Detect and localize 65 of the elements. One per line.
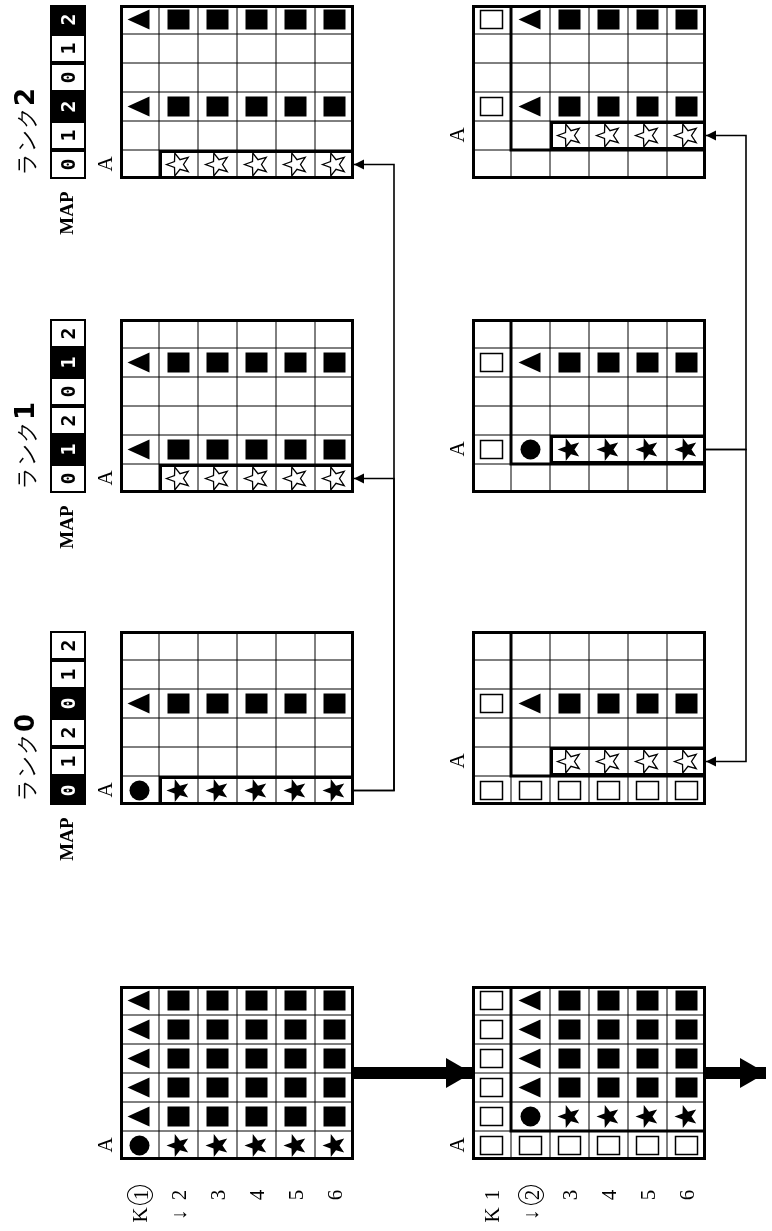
rank-heading: ランク2: [9, 86, 41, 175]
rank-digit: 0: [50, 150, 86, 179]
axis-label: K: [126, 1206, 153, 1225]
connector-arrow: [353, 159, 395, 792]
map-label: MAP: [55, 190, 78, 237]
rank-digit: 0: [50, 776, 86, 805]
block-arrow: [354, 1058, 472, 1088]
rank-digit: 0: [50, 377, 86, 406]
map-grid: [120, 986, 354, 1160]
rank-digit: 1: [50, 348, 86, 377]
column-label: A: [444, 126, 470, 144]
row-number: 4: [243, 1188, 270, 1203]
column-label: A: [92, 1136, 118, 1154]
rank-digit: 1: [50, 34, 86, 63]
arrow-symbol: ↓: [517, 1208, 544, 1223]
column-label: A: [92, 781, 118, 799]
row-number: 5: [282, 1188, 309, 1203]
rank-digit: 2: [50, 631, 86, 660]
rank-digit: 1: [50, 435, 86, 464]
rank-digit: 2: [50, 92, 86, 121]
map-grid: [120, 5, 354, 179]
rank-digit: 0: [50, 689, 86, 718]
row-number: 4: [595, 1188, 622, 1203]
column-label: A: [92, 155, 118, 173]
rank-heading: ランク1: [9, 400, 41, 489]
column-label: A: [444, 1136, 470, 1154]
rank-digit: 0: [50, 63, 86, 92]
arrow-symbol: ↓: [165, 1208, 192, 1223]
rank-digit: 2: [50, 718, 86, 747]
row-number: 3: [556, 1188, 583, 1203]
rank-digit: 2: [50, 406, 86, 435]
outlined-cell-group: [550, 435, 706, 464]
rank-digit: 2: [50, 319, 86, 348]
outlined-cell-group: [159, 464, 354, 493]
map-grid: [120, 631, 354, 805]
column-label: A: [92, 469, 118, 487]
row-number: 6: [321, 1188, 348, 1203]
rank-digit: 1: [50, 747, 86, 776]
row-number: 3: [204, 1188, 231, 1203]
rank-digit: 0: [50, 464, 86, 493]
outlined-cell-group: [159, 150, 354, 179]
axis-label: K: [478, 1206, 505, 1225]
map-grid: [120, 319, 354, 493]
map-label: MAP: [55, 816, 78, 863]
outlined-cell-group: [550, 747, 706, 776]
rank-digit: 2: [50, 5, 86, 34]
row-number: 2: [165, 1188, 192, 1203]
map-label: MAP: [55, 504, 78, 551]
outlined-cell-group: [159, 776, 354, 805]
column-label: A: [444, 752, 470, 770]
row-number: 6: [673, 1188, 700, 1203]
map-grid: [472, 5, 706, 179]
row-number: 1: [478, 1188, 505, 1203]
rank-digit: 1: [50, 121, 86, 150]
rank-heading: ランク0: [9, 712, 41, 801]
outlined-cell-group: [550, 121, 706, 150]
map-grid: [472, 319, 706, 493]
row-number: 5: [634, 1188, 661, 1203]
connector-arrow: [705, 130, 747, 451]
map-grid: [472, 631, 706, 805]
column-label: A: [444, 440, 470, 458]
map-grid: [472, 986, 706, 1160]
connector-arrow: [705, 448, 747, 767]
block-arrow: [706, 1058, 766, 1088]
rank-digit: 1: [50, 660, 86, 689]
